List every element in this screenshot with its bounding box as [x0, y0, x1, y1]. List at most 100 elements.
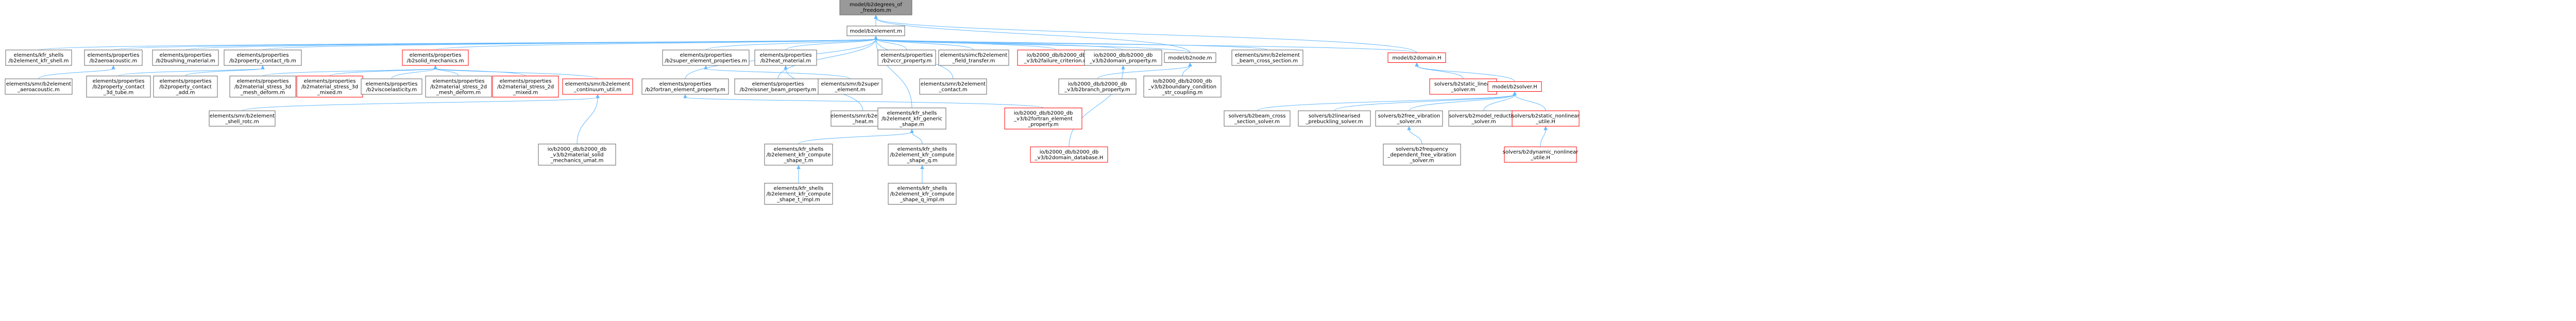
- graph-node-element[interactable]: model/b2element.m: [846, 26, 905, 36]
- graph-node-continuum_util[interactable]: elements/smr/b2element_continuum_util.m: [562, 78, 633, 95]
- node-label-line: elements/properties: [160, 79, 212, 85]
- graph-node-linearised[interactable]: solvers/b2linearised_prebuckling_solver.…: [1298, 110, 1371, 127]
- edge-kfr_generic-to-element: [874, 36, 912, 108]
- graph-node-contact_rb[interactable]: elements/properties/b2property_contact_r…: [224, 49, 302, 66]
- graph-node-domain_db[interactable]: io/b2000_db/b2000_db_v3/b2domain_databas…: [1030, 146, 1108, 163]
- graph-node-smr_contact[interactable]: elements/smr/b2element_contact.m: [919, 78, 987, 95]
- node-label-line: _str_coupling.m: [1162, 90, 1203, 96]
- node-label-line: elements/smr/b2element: [565, 81, 630, 87]
- node-box: [1375, 110, 1443, 127]
- graph-node-free_vib[interactable]: solvers/b2free_vibration_solver.m: [1375, 110, 1443, 127]
- node-label-line: _shape_q_impl.m: [900, 197, 944, 203]
- node-box: [846, 26, 905, 36]
- node-label-line: solvers/b2model_reduction: [1449, 113, 1518, 119]
- graph-node-viscoelastic[interactable]: elements/properties/b2viscoelasticity.m: [361, 78, 422, 95]
- edge-contact_rb-to-element: [262, 36, 878, 50]
- node-box: [818, 78, 883, 95]
- graph-node-shell_rotc[interactable]: elements/smr/b2element_shell_rotc.m: [209, 110, 276, 127]
- graph-node-solid_mech_umat[interactable]: io/b2000_db/b2000_db_v3/b2material_solid…: [538, 144, 616, 165]
- node-box: [1383, 144, 1461, 165]
- graph-node-freq_dep[interactable]: solvers/b2frequency_dependent_free_vibra…: [1383, 144, 1461, 165]
- graph-node-model_red[interactable]: solvers/b2model_reduction_solver.m: [1448, 110, 1519, 127]
- node-label-line: /b2fortran_element_property.m: [645, 87, 725, 93]
- node-box: [84, 49, 143, 66]
- node-box: [764, 144, 833, 165]
- graph-node-bushing[interactable]: elements/properties/b2bushing_material.m: [152, 49, 219, 66]
- graph-node-solid_mech[interactable]: elements/properties/b2solid_mechanics.m: [402, 49, 469, 66]
- node-label-line: elements/kfr_shells: [14, 53, 64, 58]
- node-label-line: _v3/b2domain_property.m: [1089, 58, 1157, 64]
- edge-domain_db-to-domain_prop: [1069, 65, 1125, 147]
- graph-node-domain[interactable]: model/b2domain.H: [1387, 53, 1446, 63]
- node-label-line: elements/properties: [433, 79, 485, 85]
- node-label-line: elements/properties: [88, 53, 140, 58]
- node-label-line: /b2material_stress_3d: [234, 85, 291, 90]
- graph-node-stress_3d_mixed[interactable]: elements/properties/b2material_stress_3d…: [296, 76, 363, 97]
- graph-node-vccr[interactable]: elements/properties/b2vccr_property.m: [877, 49, 936, 66]
- graph-node-node[interactable]: model/b2node.m: [1164, 53, 1216, 63]
- node-label-line: /b2element_kfr_shell.m: [9, 58, 69, 64]
- graph-node-branch_prop[interactable]: io/b2000_db/b2000_db_v3/b2branch_propert…: [1058, 78, 1137, 95]
- node-box: [402, 49, 469, 66]
- graph-node-root: model/b2degrees_of_freedom.m: [839, 0, 912, 15]
- node-label-line: _v3/b2branch_property.m: [1064, 87, 1130, 93]
- graph-node-stress_2d_deform[interactable]: elements/properties/b2material_stress_2d…: [425, 76, 492, 97]
- node-box: [86, 76, 151, 97]
- node-box: [538, 144, 616, 165]
- node-label-line: _beam_cross_section.m: [1236, 58, 1298, 64]
- graph-node-stress_3d_deform[interactable]: elements/properties/b2material_stress_3d…: [229, 76, 296, 97]
- graph-node-kfr_compute_qm[interactable]: elements/kfr_shells/b2element_kfr_comput…: [888, 144, 957, 165]
- node-label-line: _add.m: [176, 90, 195, 96]
- node-box: [1487, 81, 1542, 92]
- graph-node-aero_elem[interactable]: elements/smr/b2element_aeroacoustic.m: [5, 78, 73, 95]
- node-label-line: elements/kfr_shells: [774, 147, 824, 153]
- graph-node-beam_cross[interactable]: elements/smr/b2element_beam_cross_sectio…: [1231, 49, 1303, 66]
- graph-node-contact_add[interactable]: elements/properties/b2property_contact_a…: [153, 76, 218, 97]
- graph-node-aeroacoustic[interactable]: elements/properties/b2aeroacoustic.m: [84, 49, 143, 66]
- graph-node-contact_3d_tube[interactable]: elements/properties/b2property_contact_3…: [86, 76, 151, 97]
- node-label-line: solvers/b2free_vibration: [1378, 113, 1440, 119]
- node-label-line: _v3/b2domain_database.H: [1035, 155, 1104, 161]
- node-box: [209, 110, 276, 127]
- node-box: [1387, 53, 1446, 63]
- graph-node-kfr_generic[interactable]: elements/kfr_shells/b2element_kfr_generi…: [877, 108, 946, 129]
- node-label-line: _v3/b2failure_criterion.m: [1024, 58, 1089, 64]
- node-label-line: /b2material_stress_2d: [430, 85, 487, 90]
- graph-node-kfr_compute_t_impl[interactable]: elements/kfr_shells/b2element_kfr_comput…: [764, 183, 833, 205]
- node-label-line: /b2bushing_material.m: [156, 58, 215, 64]
- graph-node-failure_crit[interactable]: io/b2000_db/b2000_db_v3/b2failure_criter…: [1017, 49, 1095, 66]
- node-box: [296, 76, 363, 97]
- graph-node-kfr_compute_tm[interactable]: elements/kfr_shells/b2element_kfr_comput…: [764, 144, 833, 165]
- graph-node-beam_cross_solver[interactable]: solvers/b2beam_cross_section_solver.m: [1224, 110, 1291, 127]
- graph-node-reissner_beam[interactable]: elements/properties/b2reissner_beam_prop…: [734, 78, 822, 95]
- graph-node-dyn_nonlinear[interactable]: solvers/b2dynamic_nonlinear_utile.H: [1503, 146, 1579, 163]
- node-label-line: /b2property_contact: [159, 85, 211, 90]
- node-label-line: solvers/b2beam_cross: [1229, 113, 1286, 119]
- graph-node-heat_mat[interactable]: elements/properties/b2heat_material.m: [754, 49, 817, 66]
- node-label-line: /b2reissner_beam_property.m: [740, 87, 817, 93]
- graph-node-fortran_elem_prop[interactable]: elements/properties/b2fortran_element_pr…: [641, 78, 729, 95]
- graph-node-kfr_compute_q_impl[interactable]: elements/kfr_shells/b2element_kfr_comput…: [888, 183, 957, 205]
- node-label-line: _mesh_deform.m: [240, 90, 285, 96]
- graph-node-field_transfer[interactable]: elements/simcfb2element_field_transfer.m: [938, 49, 1009, 66]
- graph-node-static_nonlinear[interactable]: solvers/b2static_nonlinear_utile.H: [1512, 110, 1580, 127]
- graph-node-solver[interactable]: model/b2solver.H: [1487, 81, 1542, 92]
- graph-node-super_el_prop[interactable]: elements/properties/b2super_element_prop…: [662, 49, 750, 66]
- graph-node-domain_prop[interactable]: io/b2000_db/b2000_db_v3/b2domain_propert…: [1084, 49, 1162, 66]
- node-label-line: _shell_rotc.m: [225, 119, 259, 125]
- edge-kfr_compute_t_impl-to-kfr_compute_tm: [796, 165, 801, 183]
- node-label-line: io/b2000_db/b2000_db: [1014, 111, 1073, 116]
- graph-node-static_linear[interactable]: solvers/b2static_linear_solver.m: [1429, 78, 1497, 95]
- graph-node-fortran_elem[interactable]: io/b2000_db/b2000_db_v3/b2fortran_elemen…: [1004, 108, 1082, 129]
- graph-node-b2element_kfr[interactable]: elements/kfr_shells/b2element_kfr_shell.…: [5, 49, 72, 66]
- node-label-line: _shape_t_impl.m: [776, 197, 820, 203]
- graph-node-smr_super[interactable]: elements/smr/b2super_element.m: [818, 78, 883, 95]
- graph-node-stress_2d_mixed[interactable]: elements/properties/b2material_stress_2d…: [492, 76, 559, 97]
- graph-node-boundary_cond[interactable]: io/b2000_db/b2000_db_v3/b2boundary_condi…: [1143, 76, 1222, 97]
- node-label-line: elements/properties: [237, 53, 289, 58]
- node-label-line: _solver.m: [1471, 119, 1496, 125]
- node-box: [877, 49, 936, 66]
- node-label-line: elements/simcfb2element: [940, 53, 1008, 58]
- edge-kfr_compute_qm-to-kfr_generic: [910, 129, 923, 144]
